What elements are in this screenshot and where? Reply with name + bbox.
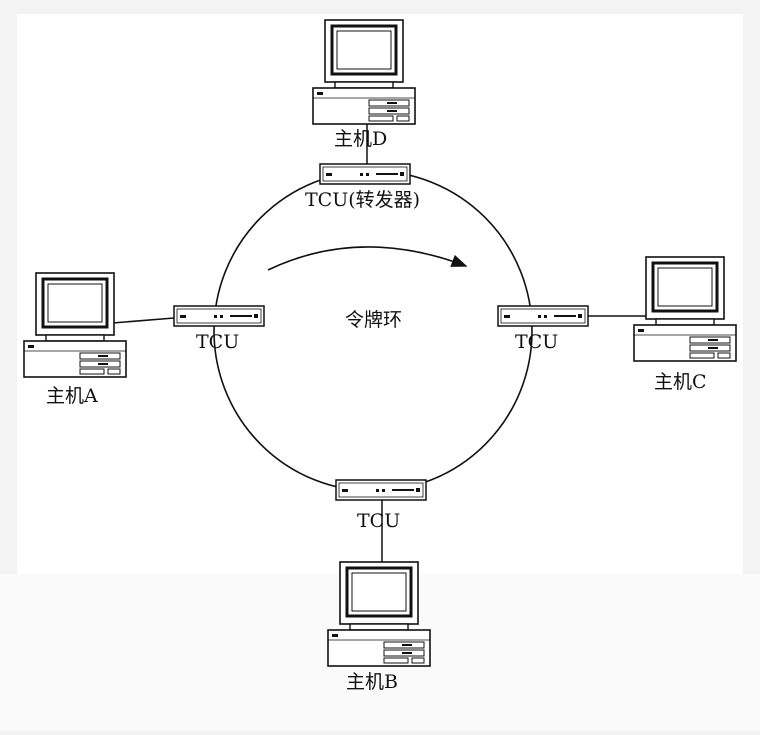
host-a-label: 主机A xyxy=(46,385,98,407)
host-b-label: 主机B xyxy=(346,671,398,693)
host-d-label: 主机D xyxy=(334,128,388,150)
tcu-left xyxy=(173,305,265,327)
tcu-top-label: TCU(转发器) xyxy=(305,189,421,211)
computer-host-a xyxy=(22,271,128,379)
tcu-top xyxy=(319,163,411,185)
tcu-bottom xyxy=(335,479,427,501)
tcu-right-label: TCU xyxy=(515,331,559,353)
computer-host-b xyxy=(326,560,432,668)
computer-host-d xyxy=(311,18,417,126)
computer-host-c xyxy=(632,255,738,363)
direction-arrow xyxy=(267,246,468,271)
host-c-label: 主机C xyxy=(654,371,707,393)
tcu-right xyxy=(497,305,589,327)
tcu-bottom-label: TCU xyxy=(357,510,401,532)
tcu-left-label: TCU xyxy=(196,331,240,353)
token-ring-label: 令牌环 xyxy=(345,309,403,331)
